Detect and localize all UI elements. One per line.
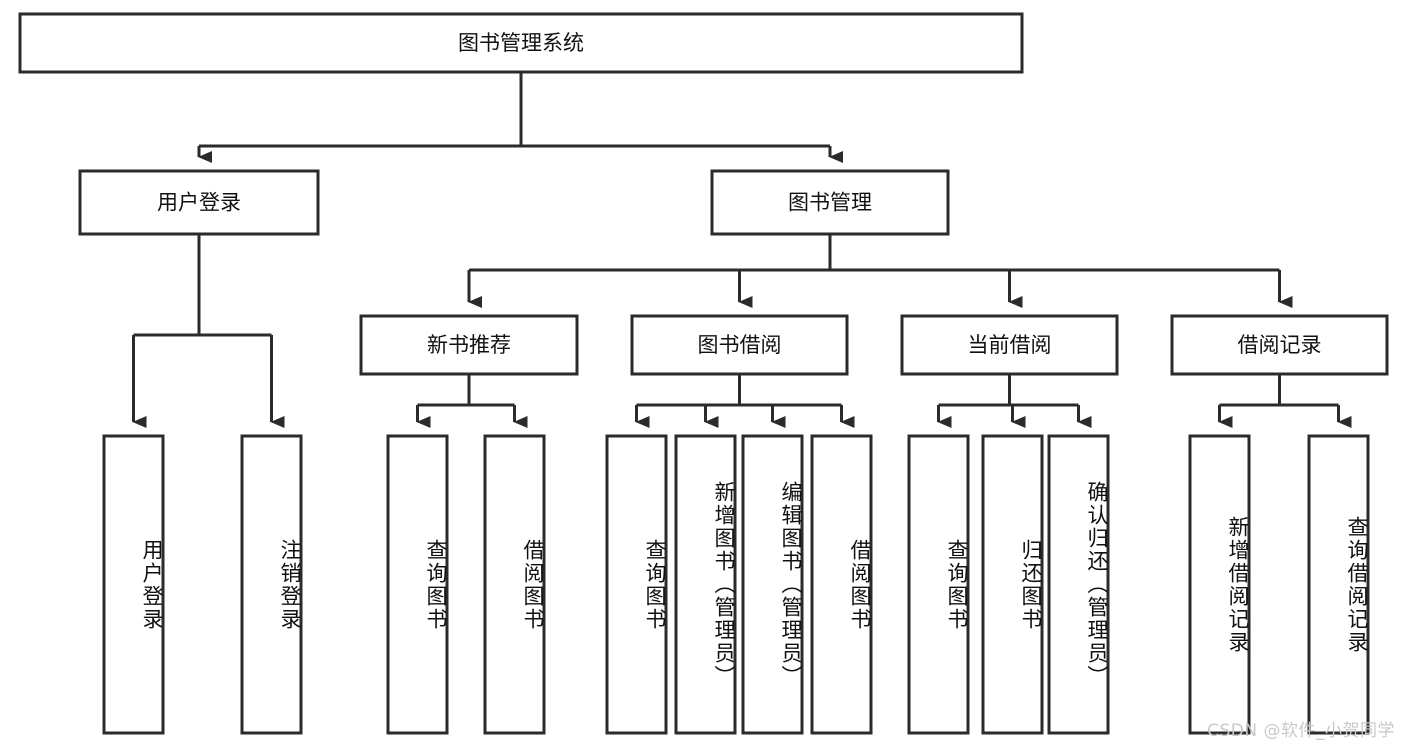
connectors-layer [132, 72, 1352, 428]
boxes-layer [18, 12, 1389, 735]
node-box-leaf-bb-add[interactable] [674, 434, 737, 735]
node-label-book-manage: 图书管理 [788, 191, 872, 215]
node-box-borrow-record[interactable] [1170, 314, 1389, 376]
node-box-leaf-cb-return[interactable] [981, 434, 1044, 735]
node-box-new-book-rec[interactable] [359, 314, 579, 376]
node-box-leaf-logout[interactable] [240, 434, 303, 735]
node-box-user-login[interactable] [78, 169, 320, 236]
node-box-current-borrow[interactable] [900, 314, 1119, 376]
node-box-leaf-cb-confirm[interactable] [1047, 434, 1110, 735]
node-box-book-manage[interactable] [710, 169, 950, 236]
node-label-user-login: 用户登录 [157, 191, 241, 215]
node-box-leaf-cb-query[interactable] [907, 434, 970, 735]
node-box-leaf-br-add[interactable] [1188, 434, 1251, 735]
node-box-book-borrow[interactable] [630, 314, 849, 376]
node-label-new-book-rec: 新书推荐 [427, 333, 511, 357]
node-box-leaf-nbr-query[interactable] [386, 434, 449, 735]
node-label-current-borrow: 当前借阅 [968, 333, 1052, 357]
node-box-leaf-bb-query[interactable] [605, 434, 668, 735]
node-box-leaf-bb-borrow[interactable] [810, 434, 873, 735]
node-box-leaf-bb-edit[interactable] [741, 434, 804, 735]
node-box-leaf-nbr-borrow[interactable] [483, 434, 546, 735]
node-box-leaf-br-query[interactable] [1307, 434, 1370, 735]
node-label-book-borrow: 图书借阅 [698, 333, 782, 357]
node-box-leaf-user-login[interactable] [102, 434, 165, 735]
node-label-borrow-record: 借阅记录 [1238, 333, 1322, 357]
node-box-root[interactable] [18, 12, 1024, 74]
node-label-root: 图书管理系统 [458, 31, 584, 55]
